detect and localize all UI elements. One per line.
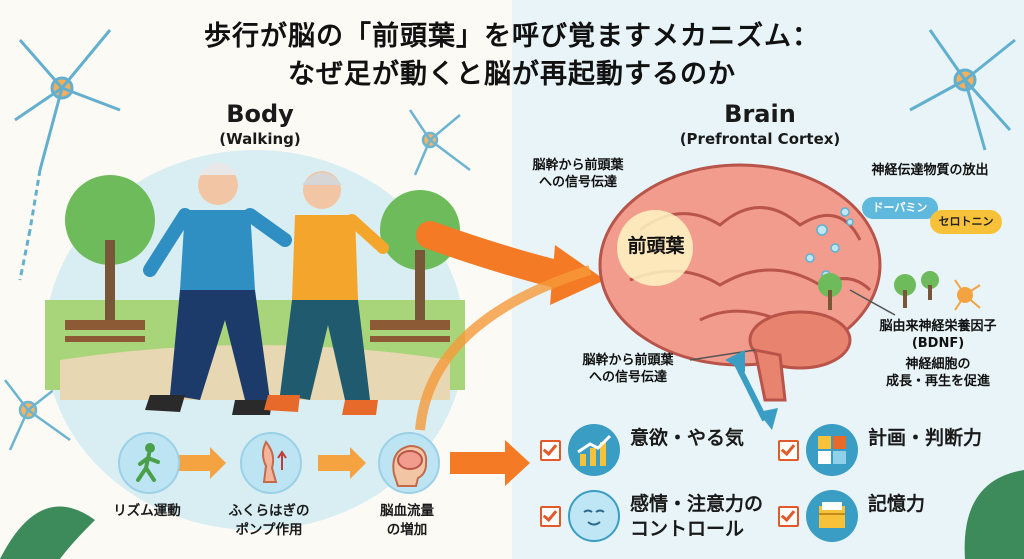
file-box-icon [806, 490, 858, 542]
double-arrow [725, 350, 778, 430]
page-title-line-2: なぜ足が動くと脳が再起動するのか [288, 59, 736, 90]
body-heading: Body [226, 100, 294, 128]
leaf-decoration [0, 506, 95, 559]
benefit-label: 感情・注意力の コントロール [630, 493, 764, 540]
body-subheading: (Walking) [219, 130, 301, 148]
brain-head-icon [378, 432, 440, 494]
benefit-motivation: 意欲・やる気 [540, 422, 760, 482]
flow-step-1-label: リズム運動 [113, 503, 181, 519]
brain-heading: Brain [724, 100, 796, 128]
page-title-line-1: 歩行が脳の「前頭葉」を呼び覚ますメカニズム： [204, 21, 820, 52]
checkbox-icon [540, 440, 561, 461]
calm-face-icon [568, 490, 620, 542]
walking-woman-illustration [264, 171, 389, 415]
pointer-line [849, 289, 896, 316]
leaf-decoration [964, 470, 1024, 559]
checkbox-icon [778, 506, 799, 527]
signal-arrow-tail [415, 265, 592, 431]
benefit-label: 意欲・やる気 [630, 427, 745, 449]
dopamine-badge: ドーパミン [862, 197, 938, 219]
growth-trees-icon [818, 271, 981, 311]
bdnf-label: 脳由来神経栄養因子 (BDNF) 神経細胞の 成長・再生を促進 [879, 319, 997, 389]
neurotransmitter-label: 神経伝達物質の放出 [871, 163, 989, 178]
checkbox-icon [778, 440, 799, 461]
rising-chart-icon [568, 424, 620, 476]
checkbox-icon [540, 506, 561, 527]
serotonin-badge: セロトニン [930, 210, 1002, 234]
neuron-icon [909, 29, 1016, 151]
benefit-label: 計画・判断力 [868, 427, 983, 449]
frontal-lobe-label: 前頭葉 [627, 235, 685, 257]
flow-arrows [178, 440, 530, 486]
signal-label-bottom: 脳幹から前頭葉 への信号伝達 [582, 353, 674, 385]
benefit-memory: 記憶力 [778, 488, 978, 548]
brain-subheading: (Prefrontal Cortex) [679, 130, 841, 148]
body-section-heading: Body (Walking) [195, 100, 325, 148]
neuron-icon [14, 29, 121, 281]
flow-step-2-label: ふくらはぎの ポンプ作用 [228, 503, 310, 538]
neuron-icon [4, 109, 471, 451]
walking-man-illustration [143, 162, 292, 415]
brain-illustration [598, 163, 882, 402]
puzzle-icon [806, 424, 858, 476]
brain-section-heading: Brain (Prefrontal Cortex) [650, 100, 870, 148]
benefit-emotion-control: 感情・注意力の コントロール [540, 488, 790, 548]
calf-pump-icon [240, 432, 302, 494]
walking-person-icon [118, 432, 180, 494]
signal-label-top: 脳幹から前頭葉 への信号伝達 [532, 158, 624, 190]
flow-step-3-label: 脳血流量 の増加 [380, 503, 434, 538]
benefit-label: 記憶力 [868, 493, 926, 515]
signal-arrow [416, 221, 574, 289]
benefit-planning: 計画・判断力 [778, 422, 1008, 482]
